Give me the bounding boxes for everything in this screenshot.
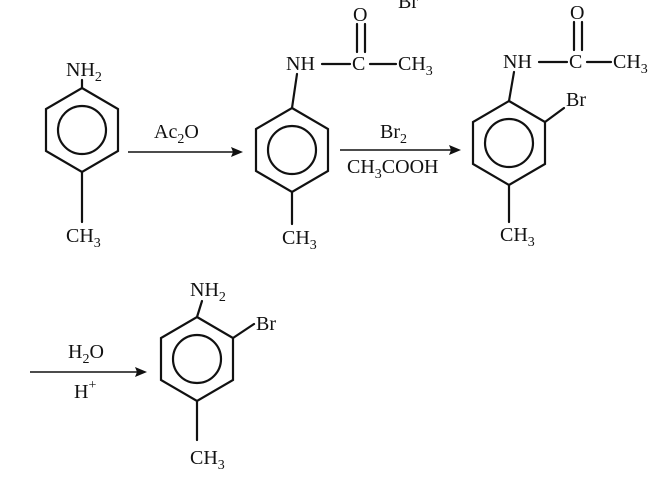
aromatic-circle-2 — [266, 124, 318, 176]
bond-br-4 — [231, 322, 256, 340]
arrowhead-1 — [231, 147, 243, 157]
benzene-ring-3 — [471, 99, 547, 187]
molecule-p-toluidine: NH2 CH3 — [44, 59, 120, 251]
reagent-water: H2O — [68, 341, 104, 367]
carbonyl-c-label-2: C — [352, 53, 365, 75]
carbonyl-o-label-2: O — [353, 4, 367, 26]
carbonyl-c-label-3: C — [569, 51, 582, 73]
amide-nh-label-3: NH — [503, 51, 532, 73]
methyl-label-4: CH3 — [190, 447, 225, 473]
reagent-acetic-acid: CH3COOH — [347, 156, 438, 182]
acetyl-methyl-label-2: CH3 — [398, 53, 433, 79]
molecule-bromo-acetamide: NH C O CH3 Br CH3 — [471, 2, 648, 250]
reaction-arrow-2: Br2 CH3COOH — [340, 121, 461, 182]
methyl-label-2: CH3 — [282, 227, 317, 253]
reaction-arrow-1: Ac2O — [128, 121, 243, 157]
reagent-acetic-anhydride: Ac2O — [154, 121, 199, 147]
bond-nh-3 — [507, 70, 516, 103]
benzene-ring-2 — [254, 106, 330, 194]
benzene-ring-1 — [44, 86, 120, 174]
aromatic-circle-4 — [171, 333, 223, 385]
bromo-label-3: Br — [566, 89, 586, 111]
reaction-arrow-3: H2O H+ — [30, 341, 147, 403]
bond-nh2-4 — [195, 299, 204, 319]
reagent-bromine: Br2 — [380, 121, 407, 147]
bond-nh-2 — [290, 72, 299, 110]
bond-br-3 — [543, 106, 566, 124]
benzene-ring-4 — [159, 315, 235, 403]
bromo-label-4: Br — [256, 313, 276, 335]
reagent-acid: H+ — [74, 378, 96, 403]
amine-label-4: NH2 — [190, 279, 226, 305]
acetyl-methyl-label-3: CH3 — [613, 51, 648, 77]
arrowhead-2 — [449, 145, 461, 155]
aromatic-circle-3 — [483, 117, 535, 169]
top-partial-label: Br — [398, 0, 418, 13]
carbonyl-o-label-3: O — [570, 2, 584, 24]
methyl-label-3: CH3 — [500, 224, 535, 250]
molecule-acetamide: NH C O CH3 CH3 — [254, 4, 433, 253]
amine-label-1: NH2 — [66, 59, 102, 85]
aromatic-circle-1 — [56, 104, 108, 156]
arrowhead-3 — [135, 367, 147, 377]
amide-nh-label-2: NH — [286, 53, 315, 75]
methyl-label-1: CH3 — [66, 225, 101, 251]
molecule-bromo-toluidine: NH2 Br CH3 — [159, 279, 276, 473]
